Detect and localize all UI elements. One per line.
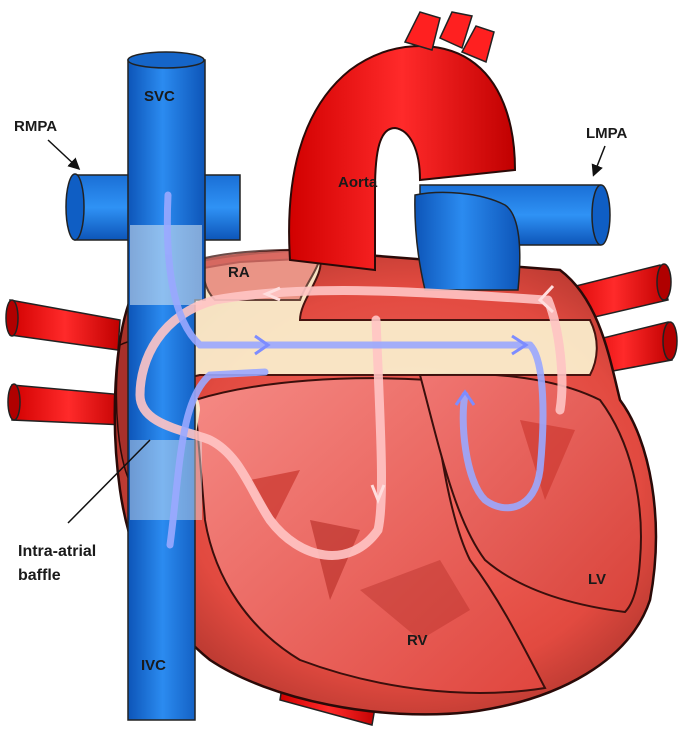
ivc-label: IVC [141,657,166,674]
lmpa-arrow [591,145,606,177]
rv-label: RV [407,632,428,649]
baffle-pointer-line [67,439,151,524]
rmpa-label: RMPA [14,118,57,135]
flow-oxygenated-arrows [262,284,555,505]
ra-label: RA [228,264,250,281]
baffle-label-line2: baffle [18,567,61,584]
lv-label: LV [588,571,606,588]
aorta-vessel [288,11,517,272]
baffle-label-line1: Intra-atrial [18,543,96,560]
pulmonary-trunk [414,191,521,291]
flow-deoxygenated [163,191,547,549]
flow-deoxygenated-arrows [254,334,529,406]
rmpa-arrow [47,139,81,171]
svc-label: SVC [144,88,175,105]
right-pulmonary-veins [5,299,126,426]
lmpa-label: LMPA [586,125,628,142]
aorta-label: Aorta [338,174,378,191]
